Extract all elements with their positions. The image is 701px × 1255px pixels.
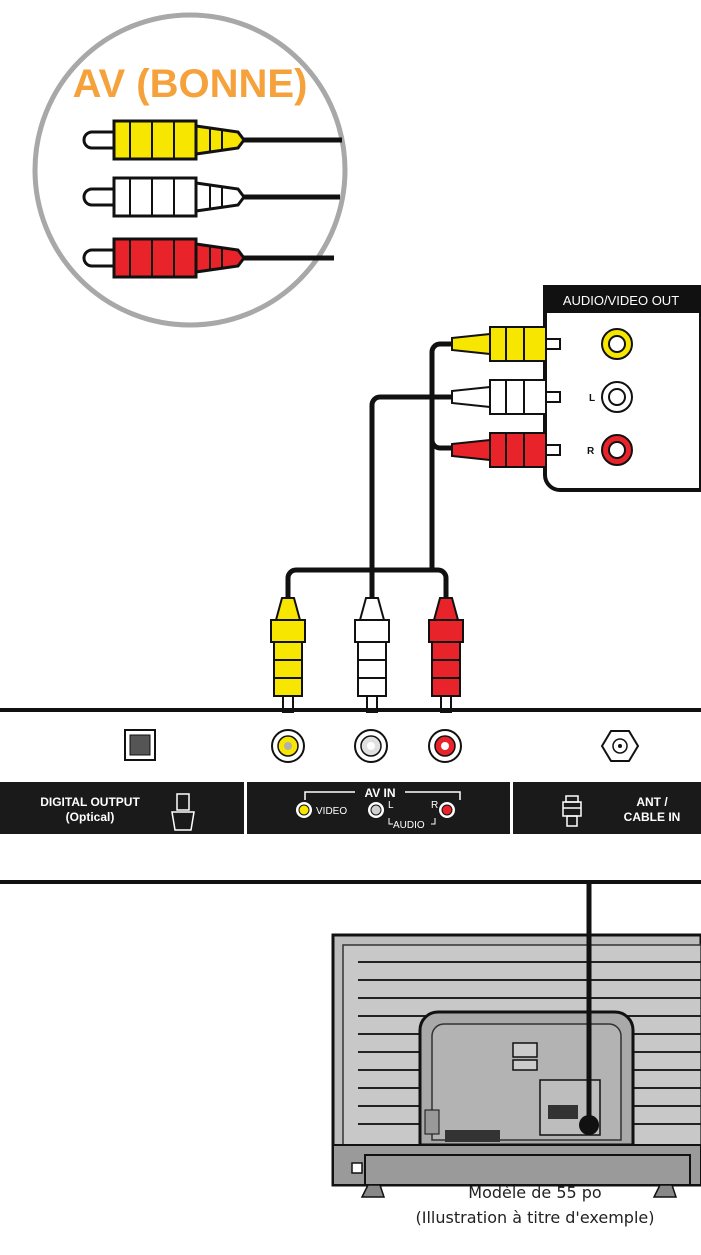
audio-label: AUDIO [393, 820, 425, 831]
optical-label: (Optical) [66, 810, 115, 824]
tv-red-plug-icon [428, 597, 464, 713]
av-in-group: AV IN VIDEO L AUDIO R [296, 785, 461, 831]
optical-connector-icon [171, 793, 195, 831]
coax-connector-icon [562, 795, 582, 827]
video-in-label-jack-icon [296, 802, 312, 818]
audio-l-in-jack-icon [354, 729, 388, 763]
left-label: L [388, 800, 394, 811]
jack-right-label: R [587, 446, 595, 457]
audio-right-out-jack [601, 434, 633, 466]
video-in-jack-icon [271, 729, 305, 763]
tv-side-plugs [270, 597, 464, 713]
audio-video-out-header: AUDIO/VIDEO OUT [563, 293, 679, 308]
device-white-plug-icon [451, 379, 561, 415]
ant-label: ANT / [636, 795, 668, 809]
right-label: R [431, 800, 438, 811]
video-out-jack [601, 328, 633, 360]
jack-left-label: L [589, 393, 595, 404]
video-label: VIDEO [316, 806, 347, 817]
audio-left-out-jack [601, 381, 633, 413]
badge-title: AV (BONNE) [73, 62, 308, 106]
digital-output-label: DIGITAL OUTPUT [40, 795, 140, 809]
av-in-title: AV IN [364, 786, 395, 800]
optical-port-icon [124, 729, 156, 761]
white-rca-plug-icon [82, 176, 340, 218]
device-side-plugs [451, 326, 561, 468]
av-cable-wires [285, 341, 452, 600]
antenna-port-icon [600, 730, 640, 762]
tv-white-plug-icon [354, 597, 390, 713]
caption-illustration-note: (Illustration à titre d'exemple) [415, 1208, 655, 1227]
tv-cable-connection [579, 882, 599, 1135]
cable-in-label: CABLE IN [624, 810, 681, 824]
yellow-rca-plug-icon [82, 119, 342, 161]
device-yellow-plug-icon [451, 326, 561, 362]
audio-l-label-jack-icon [368, 802, 384, 818]
audio-r-label-jack-icon [439, 802, 455, 818]
audio-r-in-jack-icon [428, 729, 462, 763]
device-red-plug-icon [451, 432, 561, 468]
tv-yellow-plug-icon [270, 597, 306, 713]
source-device-panel: AUDIO/VIDEO OUT L R [543, 285, 701, 492]
tv-rear-illustration [331, 933, 701, 1198]
red-rca-plug-icon [82, 237, 334, 279]
cable-type-badge: AV (BONNE) [32, 12, 348, 328]
tv-connector-panel: DIGITAL OUTPUT (Optical) AV IN VIDEO L A… [0, 708, 701, 884]
caption-model: Modèle de 55 po [468, 1183, 602, 1202]
